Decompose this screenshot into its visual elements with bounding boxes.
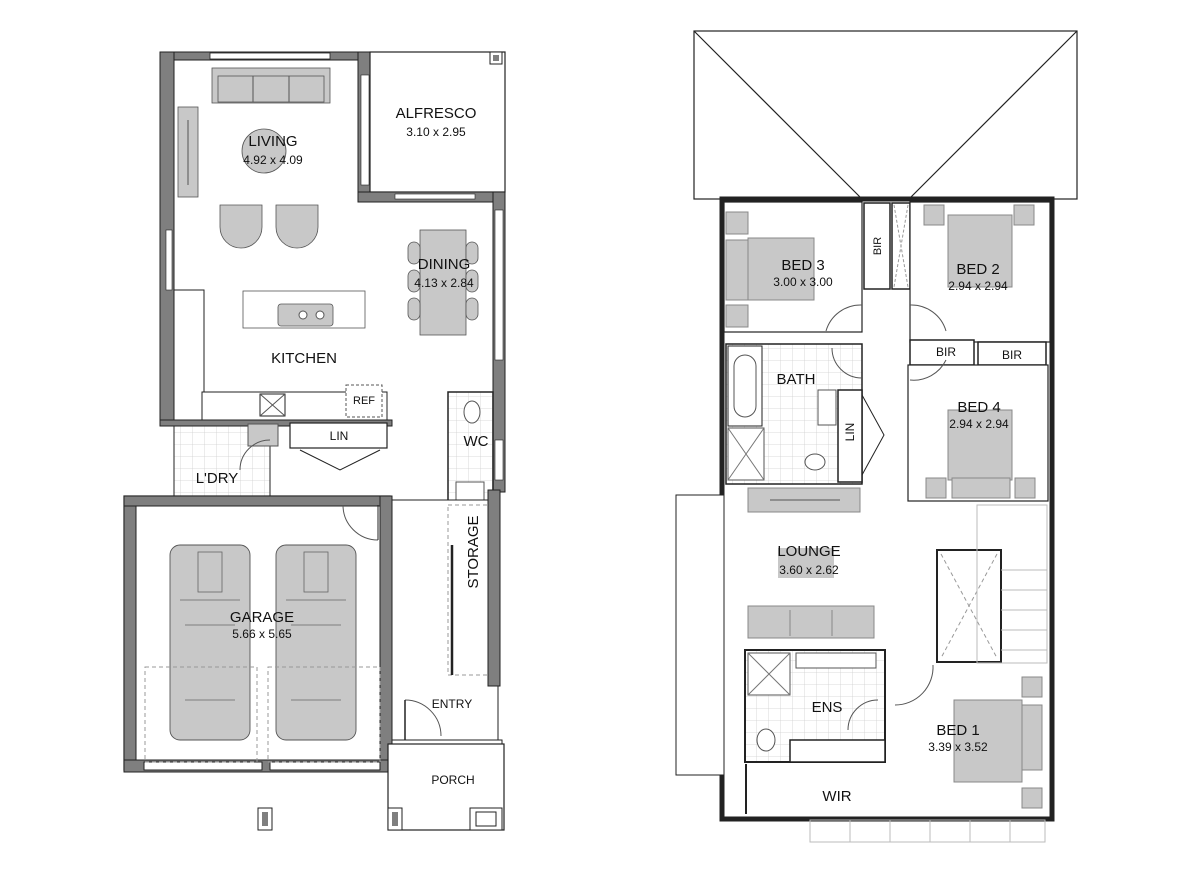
bed4-label: BED 4 bbox=[957, 399, 1000, 416]
ref-label: REF bbox=[353, 395, 375, 407]
alfresco-dims: 3.10 x 2.95 bbox=[406, 125, 466, 139]
dining-label: DINING bbox=[418, 256, 471, 273]
alfresco-label: ALFRESCO bbox=[396, 105, 477, 122]
living-dims: 4.92 x 4.09 bbox=[243, 153, 303, 167]
kitchen-label: KITCHEN bbox=[271, 350, 337, 367]
living-label: LIVING bbox=[248, 133, 297, 150]
lin-label: LIN bbox=[330, 429, 349, 443]
bed2-label: BED 2 bbox=[956, 261, 999, 278]
bir-c-label: BIR bbox=[1002, 348, 1022, 362]
bed1-dims: 3.39 x 3.52 bbox=[928, 740, 988, 754]
lounge-dims: 3.60 x 2.62 bbox=[779, 563, 839, 577]
wc-label: WC bbox=[464, 433, 489, 450]
bed1-label: BED 1 bbox=[936, 722, 979, 739]
bed3-dims: 3.00 x 3.00 bbox=[773, 275, 833, 289]
bir-a-label: BIR bbox=[872, 237, 884, 255]
garage-dims: 5.66 x 5.65 bbox=[232, 627, 292, 641]
lounge-label: LOUNGE bbox=[777, 543, 840, 560]
dining-dims: 4.13 x 2.84 bbox=[414, 276, 474, 290]
laundry-label: L'DRY bbox=[196, 470, 239, 487]
room-labels: LIVING 4.92 x 4.09 ALFRESCO 3.10 x 2.95 … bbox=[196, 105, 1023, 805]
bed3-label: BED 3 bbox=[781, 257, 824, 274]
ens-label: ENS bbox=[812, 699, 843, 716]
bed4-dims: 2.94 x 2.94 bbox=[949, 417, 1009, 431]
lin-label-upper: LIN bbox=[843, 423, 857, 442]
ground-floor-plan bbox=[123, 51, 506, 831]
storage-label: STORAGE bbox=[465, 515, 482, 588]
wir-label: WIR bbox=[822, 788, 851, 805]
bir-b-label: BIR bbox=[936, 345, 956, 359]
first-floor-plan bbox=[675, 30, 1078, 843]
bath-label: BATH bbox=[777, 371, 816, 388]
bed2-dims: 2.94 x 2.94 bbox=[948, 279, 1008, 293]
garage-label: GARAGE bbox=[230, 609, 294, 626]
entry-label: ENTRY bbox=[432, 697, 472, 711]
porch-label: PORCH bbox=[431, 773, 474, 787]
